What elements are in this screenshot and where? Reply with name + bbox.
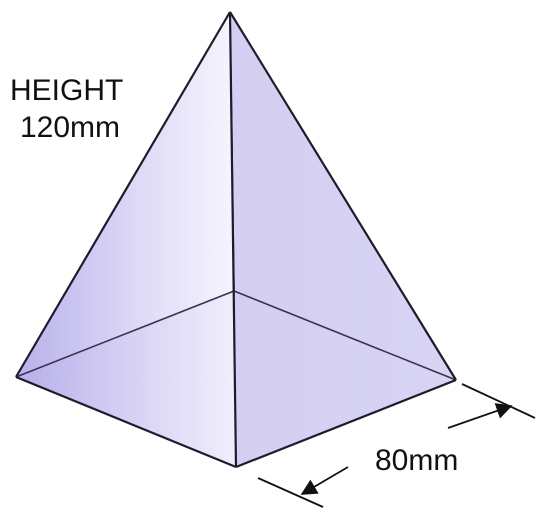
- height-label-line1: HEIGHT: [10, 74, 123, 107]
- base-width-dimension: 80mm: [257, 383, 536, 508]
- dimension-arrow-upper: [447, 403, 513, 429]
- pyramid-visible-edges: [15, 11, 457, 469]
- pyramid: [15, 11, 457, 469]
- pyramid-base-region-left: [16, 291, 236, 467]
- height-label: HEIGHT 120mm: [10, 74, 123, 144]
- edge-apex-left: [15, 11, 231, 378]
- extension-line-front: [257, 477, 324, 508]
- edge-base-front-right: [235, 378, 457, 469]
- extension-line-right: [461, 383, 536, 419]
- edge-base-left-front: [15, 375, 237, 469]
- height-label-line2: 120mm: [20, 111, 120, 144]
- edge-apex-right: [229, 11, 457, 381]
- hidden-edge-base-back-right: [233, 290, 457, 381]
- dimension-arrow-lower: [300, 466, 349, 495]
- base-width-label: 80mm: [375, 444, 458, 477]
- edge-apex-front: [228, 11, 238, 468]
- hidden-edge-base-left-back: [15, 290, 235, 378]
- pyramid-right-face: [230, 12, 456, 467]
